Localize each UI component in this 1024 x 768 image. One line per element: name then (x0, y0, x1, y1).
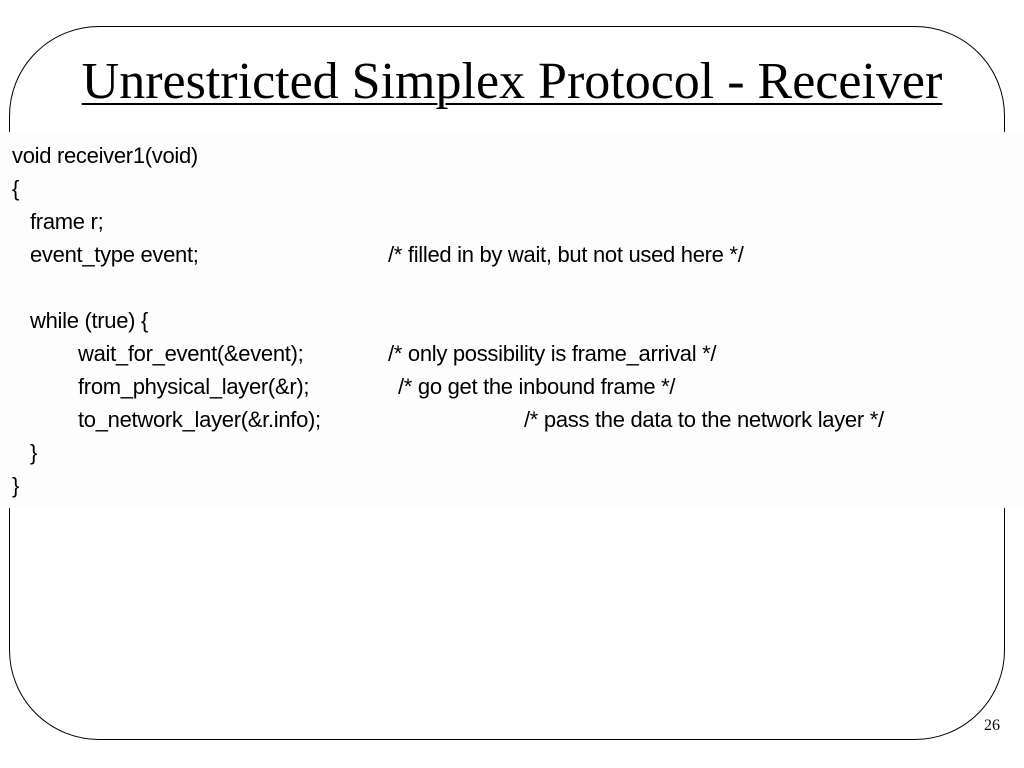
code-text: { (12, 176, 20, 201)
code-line-6: while (true) { (0, 304, 148, 337)
code-text: event_type event; (30, 242, 199, 267)
code-line-1: void receiver1(void) (0, 139, 198, 172)
code-line-4: event_type event; /* filled in by wait, … (0, 238, 744, 271)
page-number: 26 (984, 717, 1000, 734)
code-listing: void receiver1(void) { frame r; event_ty… (0, 132, 1024, 508)
code-text: } (12, 473, 20, 498)
code-line-5 (0, 271, 23, 304)
code-text: void receiver1(void) (12, 143, 198, 168)
code-line-3: frame r; (0, 205, 104, 238)
code-comment: /* only possibility is frame_arrival */ (388, 341, 717, 366)
code-line-2: { (0, 172, 23, 205)
code-text: from_physical_layer(&r); (78, 374, 310, 399)
code-text: frame r; (30, 209, 104, 234)
code-comment: /* pass the data to the network layer */ (524, 407, 884, 432)
code-text: } (30, 440, 38, 465)
code-text: while (true) { (30, 308, 149, 333)
code-text: to_network_layer(&r.info); (78, 407, 321, 432)
code-line-8: from_physical_layer(&r); /* go get the i… (0, 370, 676, 403)
code-line-10: } (0, 436, 37, 469)
code-text: wait_for_event(&event); (78, 341, 304, 366)
code-line-7: wait_for_event(&event); /* only possibil… (0, 337, 717, 370)
code-line-9: to_network_layer(&r.info); /* pass the d… (0, 403, 884, 436)
code-line-11: } (0, 469, 23, 502)
code-comment: /* filled in by wait, but not used here … (388, 242, 744, 267)
slide-title: Unrestricted Simplex Protocol - Receiver (81, 53, 943, 110)
code-comment: /* go get the inbound frame */ (398, 374, 676, 399)
